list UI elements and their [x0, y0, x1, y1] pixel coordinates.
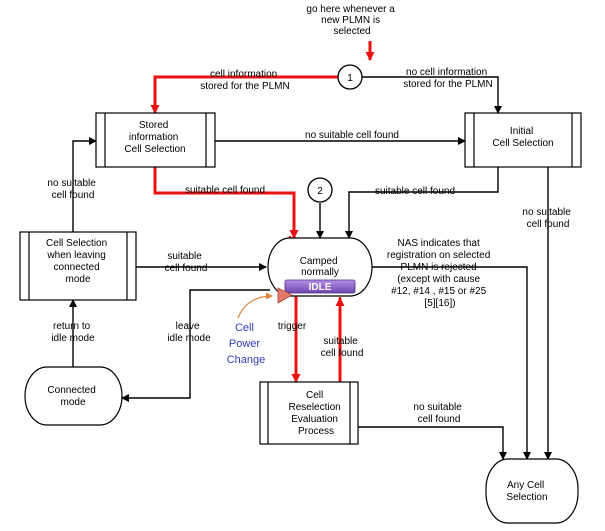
node-cell-reselection-evaluation[interactable]: Cell Reselection Evaluation Process — [259, 381, 359, 445]
leaving-line-4: mode — [65, 274, 90, 285]
svg-text:Stored information: Stored information Cell Selection — [124, 120, 185, 155]
circle-2-label: 2 — [317, 186, 323, 197]
label-suitable-bottom: suitable cell found — [321, 336, 364, 359]
svg-text:Initial Cell Selection: Initial Cell Selection — [492, 126, 553, 149]
edge-camped-to-connected — [121, 289, 270, 402]
node-initial-cell-selection[interactable]: Initial Cell Selection — [464, 112, 582, 168]
svg-text:Connected mode: Connected mode — [47, 385, 98, 408]
label-leave-idle: leave idle mode — [167, 321, 211, 344]
initial-line-1: Initial — [510, 126, 533, 137]
edge-c1-to-initial — [362, 76, 502, 114]
label-suitable-right: suitable cell found — [375, 186, 455, 197]
connector-circle-2[interactable]: 2 — [307, 177, 333, 203]
svg-text:Cell Reselection E: Cell Reselection Evaluation Process — [288, 390, 343, 437]
reselection-line-2: Reselection — [288, 402, 340, 413]
node-cell-selection-leaving-connected[interactable]: Cell Selection when leaving connected mo… — [19, 231, 137, 301]
edge-camped-to-any — [372, 266, 531, 460]
edge-stored-to-camped — [153, 167, 299, 239]
label-suitable-left: suitable cell found — [165, 251, 208, 274]
reselection-line-4: Process — [298, 426, 334, 437]
leaving-line-1: Cell Selection — [46, 238, 107, 249]
label-no-cell-info-stored: no cell information stored for the PLMN — [403, 67, 492, 90]
label-suitable-red: suitable cell found — [185, 185, 265, 196]
connected-line-2: mode — [60, 397, 85, 408]
svg-text:Camped normally: Camped normally — [300, 256, 341, 278]
camped-line-1: Camped — [300, 256, 338, 267]
edge-leaving-to-stored — [72, 137, 97, 232]
any-line-2: Selection — [506, 492, 547, 503]
node-connected-mode[interactable]: Connected mode — [24, 366, 123, 426]
label-cell-power-change: Cell Power Change — [227, 322, 266, 366]
stored-line-1: Stored — [139, 120, 168, 131]
label-plmn: go here whenever a new PLMN is selected — [306, 4, 397, 37]
trigger-play-icon — [277, 287, 293, 304]
svg-text:Cell Selection when leav: Cell Selection when leaving connected mo… — [46, 238, 110, 285]
initial-line-2: Cell Selection — [492, 138, 553, 149]
idle-badge: IDLE — [284, 279, 356, 294]
label-no-suitable-right: no suitable cell found — [522, 207, 573, 230]
edge-c1-to-stored — [150, 75, 338, 114]
label-no-suitable-mid: no suitable cell found — [305, 130, 399, 141]
svg-text:Any Cell Selection: Any Cell Selection — [506, 480, 547, 503]
idle-label: IDLE — [309, 282, 332, 293]
leaving-line-2: when leaving — [46, 250, 105, 261]
edge-reselection-to-any — [358, 426, 507, 460]
label-trigger: trigger — [278, 321, 307, 332]
label-return-idle: return to idle mode — [51, 321, 95, 344]
connected-line-1: Connected — [47, 385, 95, 396]
label-no-suitable-left: no suitable cell found — [47, 178, 98, 201]
reselection-line-3: Evaluation — [291, 414, 338, 425]
node-any-cell-selection[interactable]: Any Cell Selection — [485, 458, 579, 524]
camped-line-2: normally — [301, 267, 339, 278]
label-cell-info-stored: cell information stored for the PLMN — [200, 69, 289, 92]
any-line-1: Any Cell — [507, 480, 544, 491]
label-nas-rejected: NAS indicates that registration on selec… — [387, 238, 493, 309]
label-no-suitable-bottom: no suitable cell found — [413, 402, 464, 425]
leaving-line-3: connected — [54, 262, 100, 273]
reselection-line-1: Cell — [306, 390, 323, 401]
connector-circle-1[interactable]: 1 — [337, 64, 363, 90]
power-change-arrow — [237, 292, 273, 319]
circle-1-label: 1 — [347, 73, 353, 84]
node-stored-info-cell-selection[interactable]: Stored information Cell Selection — [95, 112, 216, 168]
stored-line-3: Cell Selection — [124, 144, 185, 155]
stored-line-2: information — [129, 132, 178, 143]
edge-initial-to-camped — [345, 167, 499, 239]
